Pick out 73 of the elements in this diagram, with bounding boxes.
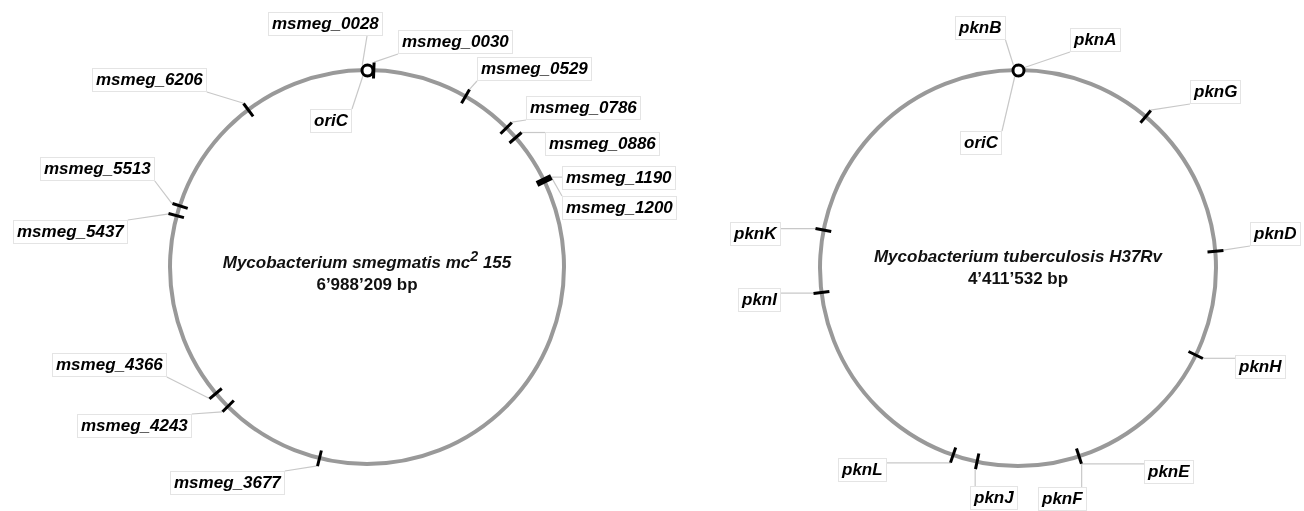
- gene-label: pknH: [1235, 355, 1286, 379]
- organism-name: Mycobacterium smegmatis mc$^{2}$ 155: [222, 247, 512, 274]
- leader-line: [1001, 75, 1016, 132]
- gene-label: pknJ: [970, 486, 1018, 510]
- gene-marker: [972, 451, 981, 472]
- gene-label: msmeg_4366: [52, 353, 167, 377]
- leader-line: [191, 411, 223, 415]
- leader-line: [886, 462, 952, 464]
- origin-marker-icon: [1010, 62, 1026, 78]
- gene-marker: [207, 386, 225, 402]
- gene-label: msmeg_6206: [92, 68, 207, 92]
- gene-marker: [371, 59, 377, 81]
- gene-label: oriC: [310, 109, 352, 133]
- gene-label: msmeg_1190: [562, 166, 676, 190]
- genome-size: 6’988’209 bp: [316, 273, 418, 296]
- leader-line: [206, 91, 245, 104]
- gene-label: pknI: [738, 288, 781, 312]
- leader-line: [154, 180, 173, 205]
- gene-label: msmeg_5513: [40, 157, 155, 181]
- leader-line: [1023, 51, 1071, 69]
- gene-marker: [166, 211, 187, 221]
- gene-marker: [459, 86, 472, 106]
- gene-marker: [507, 130, 525, 146]
- leader-line: [1149, 103, 1191, 111]
- gene-marker: [948, 445, 959, 466]
- leader-line: [550, 176, 563, 197]
- genome-size: 4’411’532 bp: [967, 268, 1069, 290]
- leader-line: [511, 119, 527, 123]
- organism-name: Mycobacterium tuberculosis H37Rv: [873, 246, 1163, 268]
- leader-line: [166, 376, 211, 400]
- gene-label: pknB: [955, 16, 1006, 40]
- leader-line: [550, 176, 563, 178]
- leader-line: [1081, 463, 1083, 488]
- gene-label: pknG: [1190, 80, 1242, 104]
- gene-marker: [314, 447, 324, 469]
- leader-line: [521, 131, 546, 134]
- gene-marker: [1074, 446, 1085, 467]
- leader-line: [351, 75, 364, 110]
- gene-label: msmeg_0786: [526, 96, 641, 120]
- leader-line: [361, 35, 368, 66]
- gene-label: msmeg_4243: [77, 414, 192, 438]
- leader-line: [779, 228, 817, 230]
- leader-line: [1081, 463, 1145, 465]
- gene-marker: [1186, 348, 1206, 361]
- gene-marker: [811, 288, 832, 296]
- leader-line: [468, 80, 478, 91]
- leader-line: [284, 465, 318, 472]
- gene-label: pknL: [838, 458, 887, 482]
- gene-label: msmeg_0030: [398, 30, 513, 54]
- gene-label: pknF: [1038, 487, 1087, 511]
- gene-marker: [813, 226, 834, 235]
- gene-marker: [1137, 107, 1153, 125]
- gene-label: msmeg_0028: [268, 12, 383, 36]
- leader-line: [780, 292, 815, 294]
- gene-marker: [169, 201, 190, 212]
- gene-marker: [241, 100, 256, 119]
- gene-label: msmeg_0529: [477, 57, 592, 81]
- leader-line: [373, 53, 399, 63]
- gene-label: msmeg_3677: [170, 471, 285, 495]
- gene-label: pknE: [1144, 460, 1194, 484]
- gene-label: pknK: [730, 222, 781, 246]
- gene-label: msmeg_0886: [545, 132, 660, 156]
- gene-marker: [1204, 247, 1226, 254]
- gene-label: msmeg_1200: [562, 196, 677, 220]
- gene-label: msmeg_5437: [13, 220, 128, 244]
- gene-label: pknD: [1250, 222, 1301, 246]
- leader-line: [1222, 245, 1251, 251]
- gene-label: oriC: [960, 131, 1002, 155]
- origin-marker-icon: [359, 62, 375, 78]
- leader-line: [127, 213, 170, 221]
- leader-line: [1202, 357, 1236, 359]
- gene-label: pknA: [1070, 28, 1121, 52]
- leader-line: [1004, 39, 1014, 66]
